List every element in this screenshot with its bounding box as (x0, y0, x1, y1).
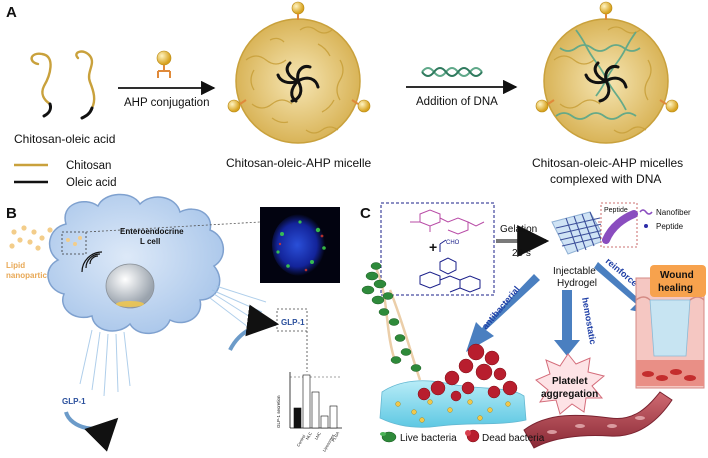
complex-label-line1: Chitosan-oleic-AHP micelles (532, 156, 683, 170)
plus-sign: + (429, 239, 437, 255)
glp1-bottom-label: GLP-1 (62, 397, 86, 406)
hydrogel-mesh (551, 211, 607, 255)
blood-vessel (523, 391, 673, 449)
dna-helix-icon (421, 67, 483, 77)
platelet-label-line2: aggregation (541, 389, 598, 400)
nanoparticle-entry-box (61, 231, 87, 255)
bar-liposomes (320, 415, 329, 429)
complex-ahp-ligand-left (535, 99, 555, 113)
wound-healing-label-line2: healing (658, 283, 693, 294)
peptide-legend-label: Peptide (656, 222, 684, 231)
entry-particles (66, 236, 82, 246)
enteroendocrine-cell (47, 193, 224, 334)
addition-of-dna-label: Addition of DNA (416, 96, 498, 108)
signal-arcs (81, 251, 103, 273)
ahp-ligand-left (227, 99, 247, 113)
gelation-label: Gelation (500, 224, 537, 235)
chemical-structure-box (380, 202, 495, 296)
bar-nlc (302, 374, 311, 429)
wound-healing-label-box (650, 265, 706, 297)
bar-chart-ylabel: GLP-1 secretion (276, 395, 281, 428)
micelle-label: Chitosan-oleic-AHP micelle (226, 156, 371, 170)
complex-ahp-ligand-top (599, 1, 613, 20)
ahp-ligand-icon (156, 50, 172, 78)
bar-lnc (311, 391, 320, 429)
nanofiber-legend-icon (639, 209, 653, 215)
live-bacteria-legend-icon (380, 431, 397, 443)
bar-plga (329, 405, 338, 429)
legend-chitosan-label: Chitosan (66, 160, 111, 172)
glp1-bar-chart: GLP-1 secretion Control NLC LNC Liposome… (276, 372, 342, 453)
fluorescence-red-signals (278, 234, 324, 272)
glp1-top-label: GLP-1 (281, 318, 305, 327)
bar-label-plga: PLGA (331, 430, 341, 442)
hydrogel-label-line2: Hydrogel (557, 278, 597, 289)
cell-label-line1: Enteroendocrine (120, 227, 184, 236)
glp1-top-arrow (228, 304, 280, 351)
fluorescence-signals (276, 220, 326, 268)
lipid-nanoparticles-label-line1: Lipid (6, 261, 25, 270)
nanofiber-legend-label: Nanofiber (656, 208, 691, 217)
live-bacteria-label: Live bacteria (400, 433, 457, 444)
gelation-time-label: 20 s (512, 248, 531, 259)
secretion-streaks-right (209, 285, 267, 331)
lipid-nanoparticles-label-line2: nanoparticles (6, 271, 59, 280)
bar-control (293, 407, 302, 429)
dead-bacteria-cluster (417, 343, 518, 402)
cho-label: CHO (446, 240, 460, 246)
cell-label-line2: L cell (140, 237, 160, 246)
complex-label-line2: complexed with DNA (550, 172, 661, 186)
complex-ahp-ligand-right (659, 99, 679, 113)
secretion-streaks-bottom (79, 329, 131, 397)
peptide-legend-icon (644, 224, 648, 228)
panel-c-label: C (360, 205, 371, 222)
panel-b-label: B (6, 205, 17, 222)
micelle (227, 1, 371, 144)
glp1-bottom-arrow (64, 411, 119, 452)
chitosan-structure (410, 209, 485, 235)
dead-bacteria-label: Dead bacteria (482, 433, 545, 444)
cell-nucleus (105, 263, 155, 309)
chitosan-oleic-acid-strands (30, 50, 96, 120)
platelet-label-line1: Platelet (552, 376, 588, 387)
bar-label-lnc: LNC (314, 431, 322, 441)
nucleus-highlight (116, 301, 144, 307)
dead-bacteria-legend-icon (465, 429, 480, 443)
panel-a-label: A (6, 4, 17, 21)
zoom-guide-line (85, 221, 261, 233)
platelet-starburst (535, 353, 606, 415)
bar-label-control: Control (296, 434, 307, 448)
bar-label-nlc: NLC (305, 431, 313, 441)
hemostatic-label: hemostatic (580, 297, 598, 346)
vessel-cells (547, 416, 645, 434)
nanofiber-cylinder (602, 210, 638, 244)
hemostatic-arrow (554, 290, 580, 356)
fluorescence-cell (272, 214, 328, 276)
gel-particles (395, 399, 511, 423)
live-bacteria-cluster (361, 262, 422, 372)
aldehyde-structure (419, 239, 481, 293)
ahp-ligand-right (351, 99, 371, 113)
chitosan-oleic-acid-label: Chitosan-oleic acid (14, 132, 115, 146)
ahp-conjugation-label: AHP conjugation (124, 97, 209, 109)
antibacterial-arrow (466, 274, 540, 352)
micelle-dna-complex (535, 1, 679, 144)
peptide-box-label: Peptide (604, 207, 628, 214)
hydrogel-label-line1: Injectable (553, 266, 596, 277)
wound-healing-label-line1: Wound (660, 270, 694, 281)
ahp-ligand-top (291, 1, 305, 20)
legend-oleic-acid-label: Oleic acid (66, 177, 117, 189)
lipid-nanoparticles (9, 225, 53, 251)
